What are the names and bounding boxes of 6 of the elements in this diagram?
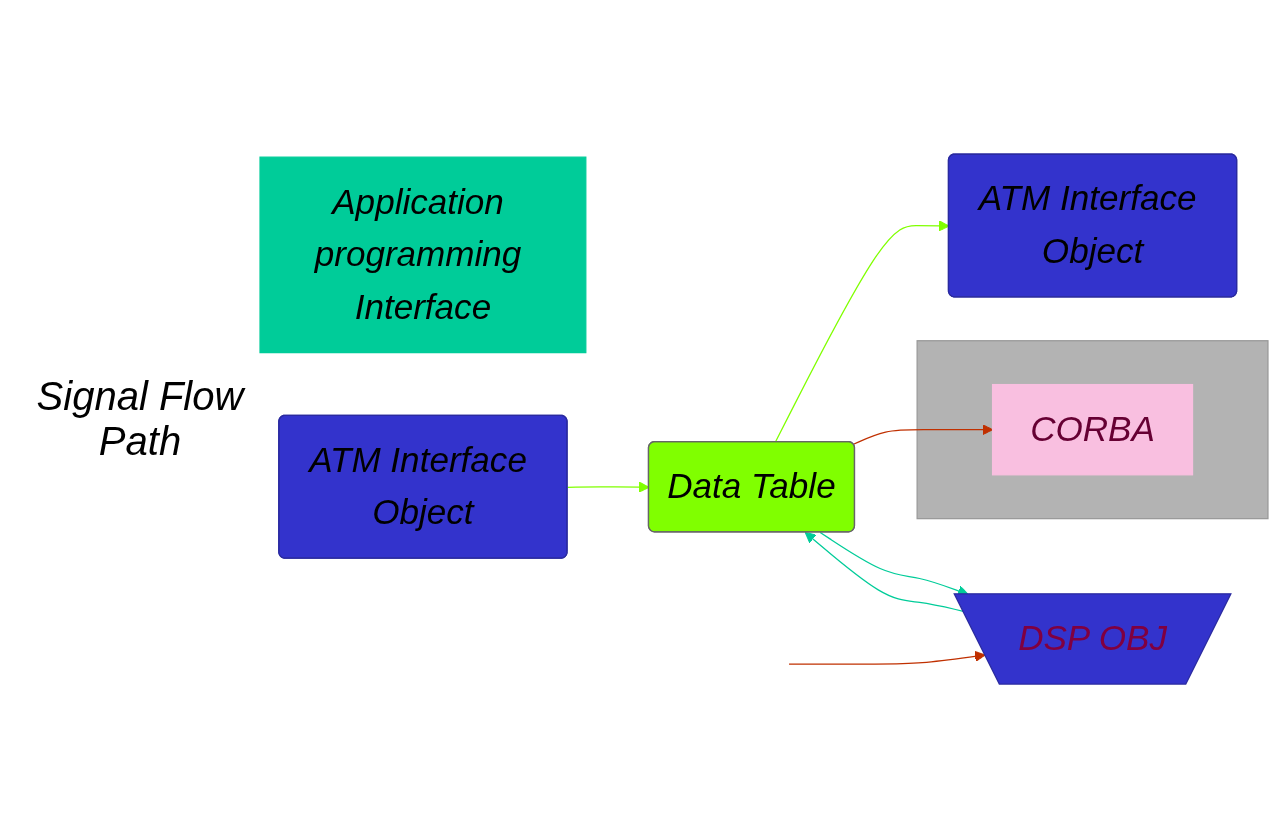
- node-box: CORBA: [991, 383, 1194, 476]
- arrow: [804, 531, 964, 612]
- note-text: Signal Flow Path: [35, 374, 247, 464]
- cluster: [916, 340, 1269, 520]
- node-box: Application programming Interface: [259, 156, 587, 354]
- arrow: [788, 650, 986, 665]
